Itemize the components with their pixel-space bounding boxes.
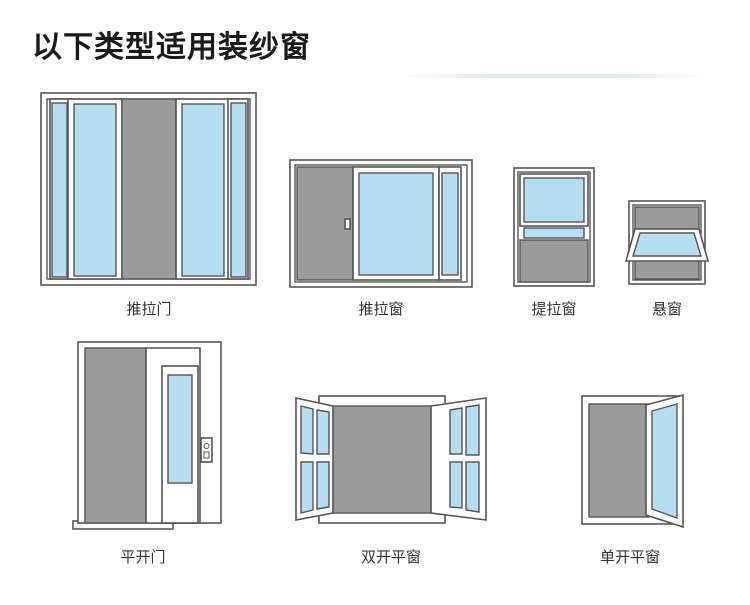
label-sliding-door: 推拉门: [126, 300, 172, 318]
label-awning-window: 悬窗: [651, 300, 683, 318]
sliding-window-icon: [289, 159, 473, 288]
label-double-casement-window: 双开平窗: [360, 548, 422, 566]
label-sash-window: 提拉窗: [531, 300, 577, 318]
awning-window-icon: [624, 200, 710, 285]
page-title: 以下类型适用装纱窗: [32, 30, 311, 65]
label-sliding-window: 推拉窗: [358, 300, 404, 318]
double-casement-window-icon: [295, 395, 487, 524]
label-hinged-door: 平开门: [120, 548, 166, 566]
single-casement-window-icon: [581, 393, 684, 529]
sliding-door-icon: [40, 92, 257, 286]
decorative-divider: [405, 74, 705, 78]
label-single-casement-window: 单开平窗: [599, 548, 661, 566]
hinged-door-icon: [72, 341, 222, 530]
sash-window-icon: [513, 167, 595, 287]
